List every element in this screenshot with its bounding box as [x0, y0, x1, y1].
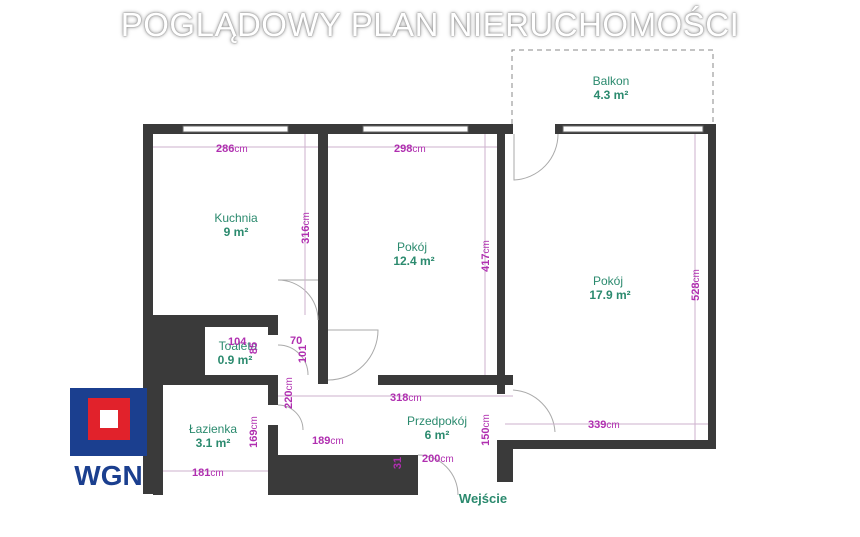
dim-pokoj2-h: 528cm: [690, 269, 702, 301]
plan-title: POGLĄDOWY PLAN NIERUCHOMOŚCI: [120, 6, 740, 43]
door-kitchen: [277, 279, 319, 321]
walls: [143, 124, 716, 495]
window-pokoj2: [562, 125, 704, 133]
kuchnia-area: 9 m²: [224, 225, 249, 239]
dim-kuchnia-w: 286cm: [216, 143, 248, 155]
dim-169: 169cm: [248, 416, 260, 448]
balcony-outline: [511, 49, 714, 124]
door-pokoj1: [327, 329, 379, 381]
entrance-label: Wejście: [459, 491, 507, 506]
window-kitchen: [182, 125, 289, 133]
dim-220: 220cm: [283, 377, 295, 409]
toaleta-area: 0.9 m²: [218, 353, 253, 367]
door-bath: [277, 404, 304, 431]
wall-kitchen-pokoj: [318, 124, 328, 384]
wall-bottom-right: [505, 440, 716, 449]
door-pokoj2: [512, 389, 556, 433]
dim-70: 70: [290, 335, 302, 347]
dim-339: 339cm: [588, 419, 620, 431]
dim-toaleta-w: 104: [228, 336, 247, 348]
wall-toilet-right: [268, 315, 278, 335]
door-balcony: [513, 133, 559, 181]
przedpokoj-name: Przedpokój: [407, 414, 467, 428]
balkon-area: 4.3 m²: [594, 88, 629, 102]
kuchnia-name: Kuchnia: [214, 211, 258, 225]
pokoj2-name: Pokój: [593, 274, 623, 288]
dim-pokoj1-h: 417cm: [480, 240, 492, 272]
balkon-name: Balkon: [593, 74, 630, 88]
wall-pokoj-bottom: [378, 375, 513, 385]
dim-318: 318cm: [390, 392, 422, 404]
dim-kuchnia-h: 316cm: [300, 212, 312, 244]
door-toilet: [277, 344, 309, 376]
wall-left: [143, 124, 153, 494]
dim-101: 101: [297, 345, 309, 363]
door-entrance: [417, 454, 459, 496]
wall-bath-left: [153, 385, 163, 495]
dim-150: 150cm: [480, 414, 492, 446]
toaleta-name: Toaleta: [219, 339, 258, 353]
wall-bath-right: [268, 385, 278, 405]
wall-right: [708, 124, 716, 449]
wall-dark-block: [143, 315, 205, 385]
dim-181: 181cm: [192, 467, 224, 479]
dimension-lines: [153, 134, 708, 472]
pokoj2-area: 17.9 m²: [589, 288, 630, 302]
dim-31: 31: [392, 457, 404, 469]
dim-189: 189cm: [312, 435, 344, 447]
wall-bottom-block: [268, 455, 418, 495]
wall-corridor-bottom: [497, 440, 513, 482]
pokoj1-name: Pokój: [397, 240, 427, 254]
logo-text: WGN: [74, 460, 143, 491]
przedpokoj-area: 6 m²: [425, 428, 450, 442]
dim-toaleta-h: 85: [248, 342, 260, 354]
wall-toilet-bottom: [205, 375, 278, 385]
dim-200: 200cm: [422, 453, 454, 465]
wall-pokoj-right: [497, 134, 505, 394]
wgn-logo: WGN: [70, 388, 147, 496]
doors: [277, 133, 559, 496]
windows: [182, 125, 704, 133]
window-pokoj1: [362, 125, 469, 133]
lazienka-name: Łazienka: [189, 422, 237, 436]
lazienka-area: 3.1 m²: [196, 436, 231, 450]
dim-pokoj1-w: 298cm: [394, 143, 426, 155]
logo-mark: [70, 388, 147, 456]
pokoj1-area: 12.4 m²: [393, 254, 434, 268]
